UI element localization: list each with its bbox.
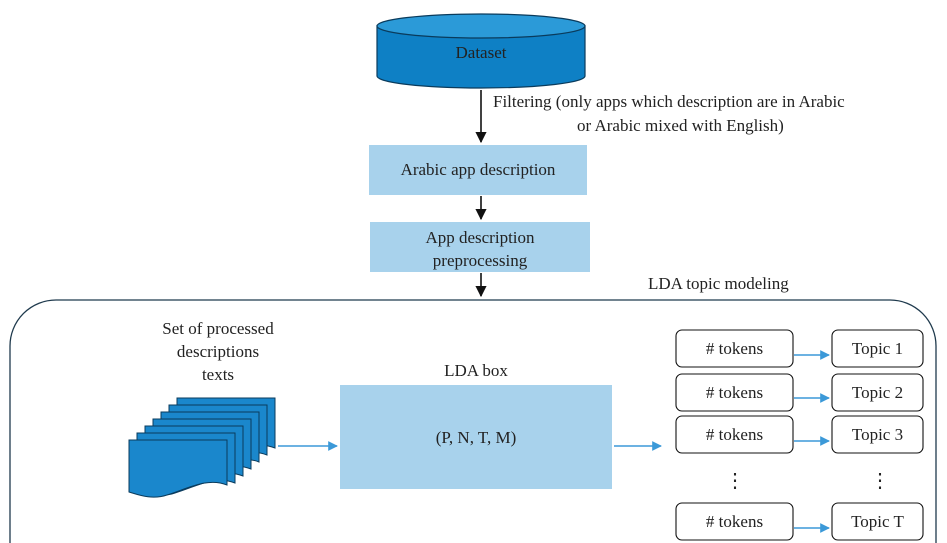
preprocessing-box	[370, 222, 590, 272]
dataset-cylinder: Dataset	[376, 13, 586, 89]
tokens-label-2: # tokens	[706, 383, 763, 402]
topic-label-2: Topic 2	[852, 383, 903, 402]
topic-box-2	[831, 373, 924, 412]
filtering-line-2: or Arabic mixed with English)	[577, 116, 784, 135]
lda-box-title: LDA box	[444, 361, 508, 380]
lda-box-params: (P, N, T, M)	[436, 428, 517, 447]
topic-label-t: Topic T	[851, 512, 904, 531]
topic-box-3	[831, 415, 924, 454]
topic-box-t	[831, 502, 924, 541]
topic-label-3: Topic 3	[852, 425, 903, 444]
documents-stack-icon	[128, 397, 276, 498]
docs-label-1: Set of processed	[162, 319, 274, 338]
lda-box	[340, 385, 612, 489]
dataset-label: Dataset	[456, 43, 507, 62]
tokens-label-1: # tokens	[706, 339, 763, 358]
lda-section-frame	[9, 299, 937, 543]
tokens-label-3: # tokens	[706, 425, 763, 444]
lda-section-title: LDA topic modeling	[648, 274, 789, 293]
tokens-box-1	[675, 329, 794, 368]
topics-ellipsis: ⋮	[870, 470, 890, 492]
tokens-label-t: # tokens	[706, 512, 763, 531]
preprocessing-label-1: App description	[425, 228, 535, 247]
topic-box-1	[831, 329, 924, 368]
tokens-box-t	[675, 502, 794, 541]
topic-label-1: Topic 1	[852, 339, 903, 358]
arabic-description-box	[369, 145, 587, 195]
tokens-box-2	[675, 373, 794, 412]
filtering-line-1: Filtering (only apps which description a…	[493, 92, 845, 111]
preprocessing-label-2: preprocessing	[433, 251, 528, 270]
docs-label-2: descriptions	[177, 342, 259, 361]
tokens-ellipsis: ⋮	[725, 470, 745, 492]
arabic-description-label: Arabic app description	[401, 160, 556, 179]
docs-label-3: texts	[202, 365, 234, 384]
tokens-box-3	[675, 415, 794, 454]
